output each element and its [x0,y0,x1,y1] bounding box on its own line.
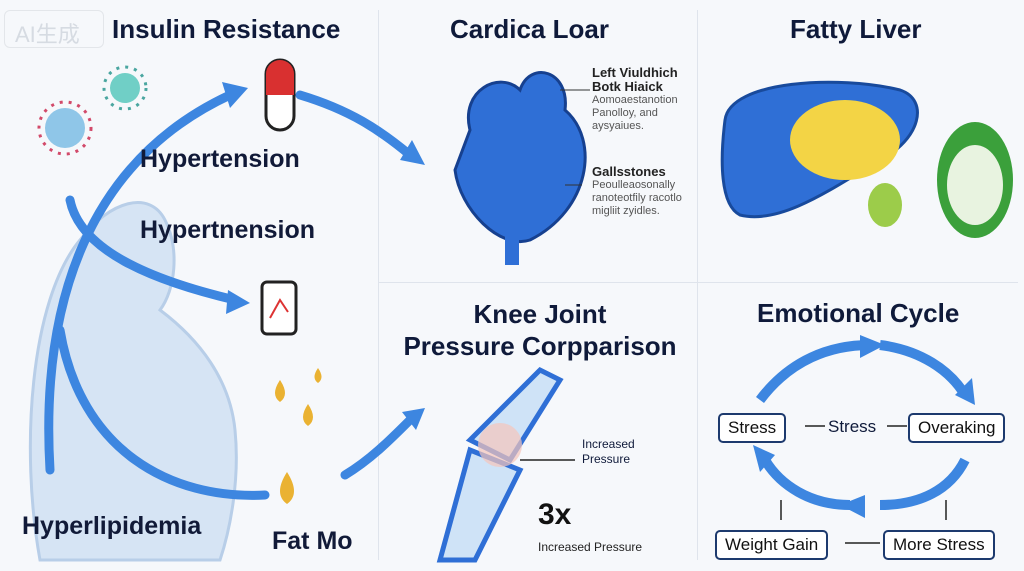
label-hyperlipidemia: Hyperlipidemia [22,512,202,540]
cycle-arrows [756,340,970,510]
knee-pointer-label: Increased Pressure [582,437,635,466]
heart-note-1: Left Viuldhich Botk Hiaick Aomoaestanoti… [592,65,678,133]
heart-illustration [453,71,590,265]
title-emotional-cycle: Emotional Cycle [757,298,960,328]
virus-icon [102,65,148,111]
pill-icon [264,58,296,132]
title-cardiac: Cardica Loar [450,14,609,44]
divider [378,282,1018,283]
title-fatty-liver: Fatty Liver [790,14,922,44]
body-silhouette [28,201,238,562]
liver-illustration [720,80,1013,238]
knee-factor: 3x [538,498,572,531]
watermark: AI生成 [4,10,104,48]
cycle-box-stress: Stress [718,413,787,443]
label-fat-mo: Fat Mo [272,527,353,555]
cycle-box-weight-gain: Weight Gain [715,530,829,560]
divider [378,10,379,560]
cycle-box-more-stress: More Stress [883,530,995,560]
title-knee: Knee Joint Pressure Corpparison [403,299,677,361]
title-insulin-resistance: Insulin Resistance [112,14,341,44]
heart-note-2: Gallsstones Peoulleaosonally ranoteotfil… [592,164,682,218]
label-hypertension-2: Hypertnension [140,216,316,244]
fat-droplet-icon [275,368,322,504]
cycle-box-overeating: Overaking [908,413,1006,443]
divider [697,10,698,560]
iv-bag-icon [260,280,298,336]
label-hypertension: Hypertension [140,145,300,173]
flow-arrows [44,90,415,500]
knee-illustration [436,366,564,563]
knee-factor-label: Increased Pressure [538,540,643,554]
cycle-center-stress: Stress [828,417,877,436]
virus-icon [37,100,93,156]
